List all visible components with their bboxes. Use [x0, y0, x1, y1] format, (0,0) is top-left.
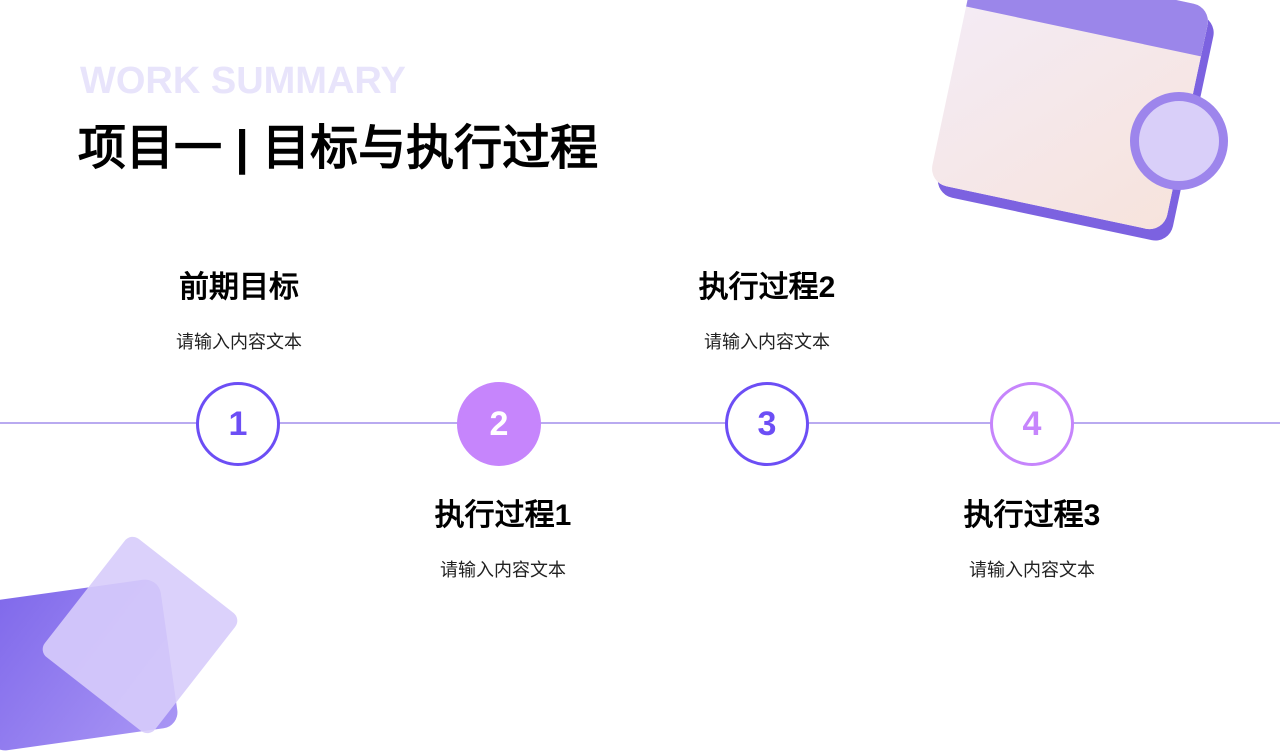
step-title: 执行过程1 [434, 499, 572, 532]
clock-icon [1130, 92, 1228, 190]
step-title: 执行过程3 [963, 499, 1101, 532]
step-text: 请输入内容文本 [704, 332, 830, 352]
step-circle-1: 1 [196, 382, 280, 466]
step-title: 前期目标 [179, 271, 299, 304]
step-title: 执行过程2 [698, 271, 836, 304]
step-text: 请输入内容文本 [969, 560, 1095, 580]
step-circle-3: 3 [725, 382, 809, 466]
step-text: 请输入内容文本 [440, 560, 566, 580]
timeline-line [0, 422, 1280, 424]
page-title: 项目一 | 目标与执行过程 [78, 122, 599, 175]
step-circle-2: 2 [457, 382, 541, 466]
step-1: 前期目标 请输入内容文本 [109, 262, 369, 354]
step-3: 执行过程2 请输入内容文本 [637, 262, 897, 354]
step-4: 执行过程3 请输入内容文本 [902, 490, 1162, 582]
step-text: 请输入内容文本 [176, 332, 302, 352]
step-2: 执行过程1 请输入内容文本 [373, 490, 633, 582]
section-subtitle: WORK SUMMARY [80, 60, 406, 102]
step-circle-4: 4 [990, 382, 1074, 466]
